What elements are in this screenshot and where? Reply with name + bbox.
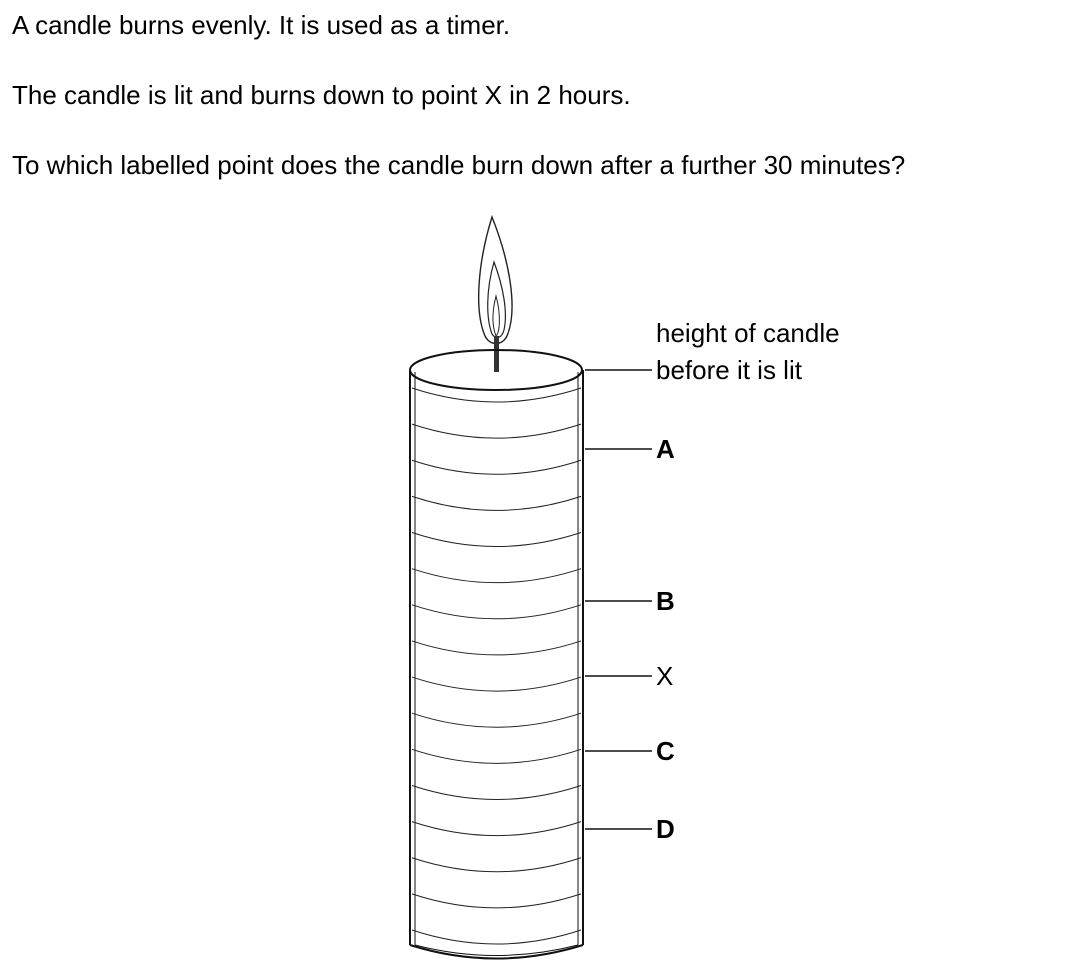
candle-stripe <box>411 712 582 728</box>
point-label-a: A <box>656 434 675 464</box>
candle-stripe <box>411 568 582 584</box>
candle-stripe <box>411 676 582 692</box>
candle-stripe <box>411 748 582 764</box>
question-line-3: To which labelled point does the candle … <box>12 150 906 180</box>
candle-stripe <box>411 821 582 837</box>
candle-stripe <box>411 495 582 511</box>
candle-stripe <box>411 532 582 548</box>
point-label-x: X <box>656 661 673 691</box>
candle-stripe <box>411 604 582 620</box>
start-label-line-1: height of candle <box>656 318 840 348</box>
candle-stripes <box>411 387 582 945</box>
question-line-2: The candle is lit and burns down to poin… <box>12 80 631 110</box>
point-label-b: B <box>656 586 675 616</box>
candle-stripe <box>411 640 582 656</box>
candle-stripe <box>411 784 582 800</box>
point-label-c: C <box>656 736 675 766</box>
candle-body <box>409 349 584 960</box>
start-label-line-2: before it is lit <box>656 355 803 385</box>
candle-stripe <box>411 387 582 403</box>
flame-icon <box>478 214 513 345</box>
candle-stripe <box>411 423 582 439</box>
wick <box>494 336 499 372</box>
candle-stripe <box>411 893 582 909</box>
candle-stripe <box>411 929 582 945</box>
candle-stripe <box>411 857 582 873</box>
question-line-1: A candle burns evenly. It is used as a t… <box>12 10 511 40</box>
candle-stripe <box>411 459 582 475</box>
point-label-d: D <box>656 814 675 844</box>
